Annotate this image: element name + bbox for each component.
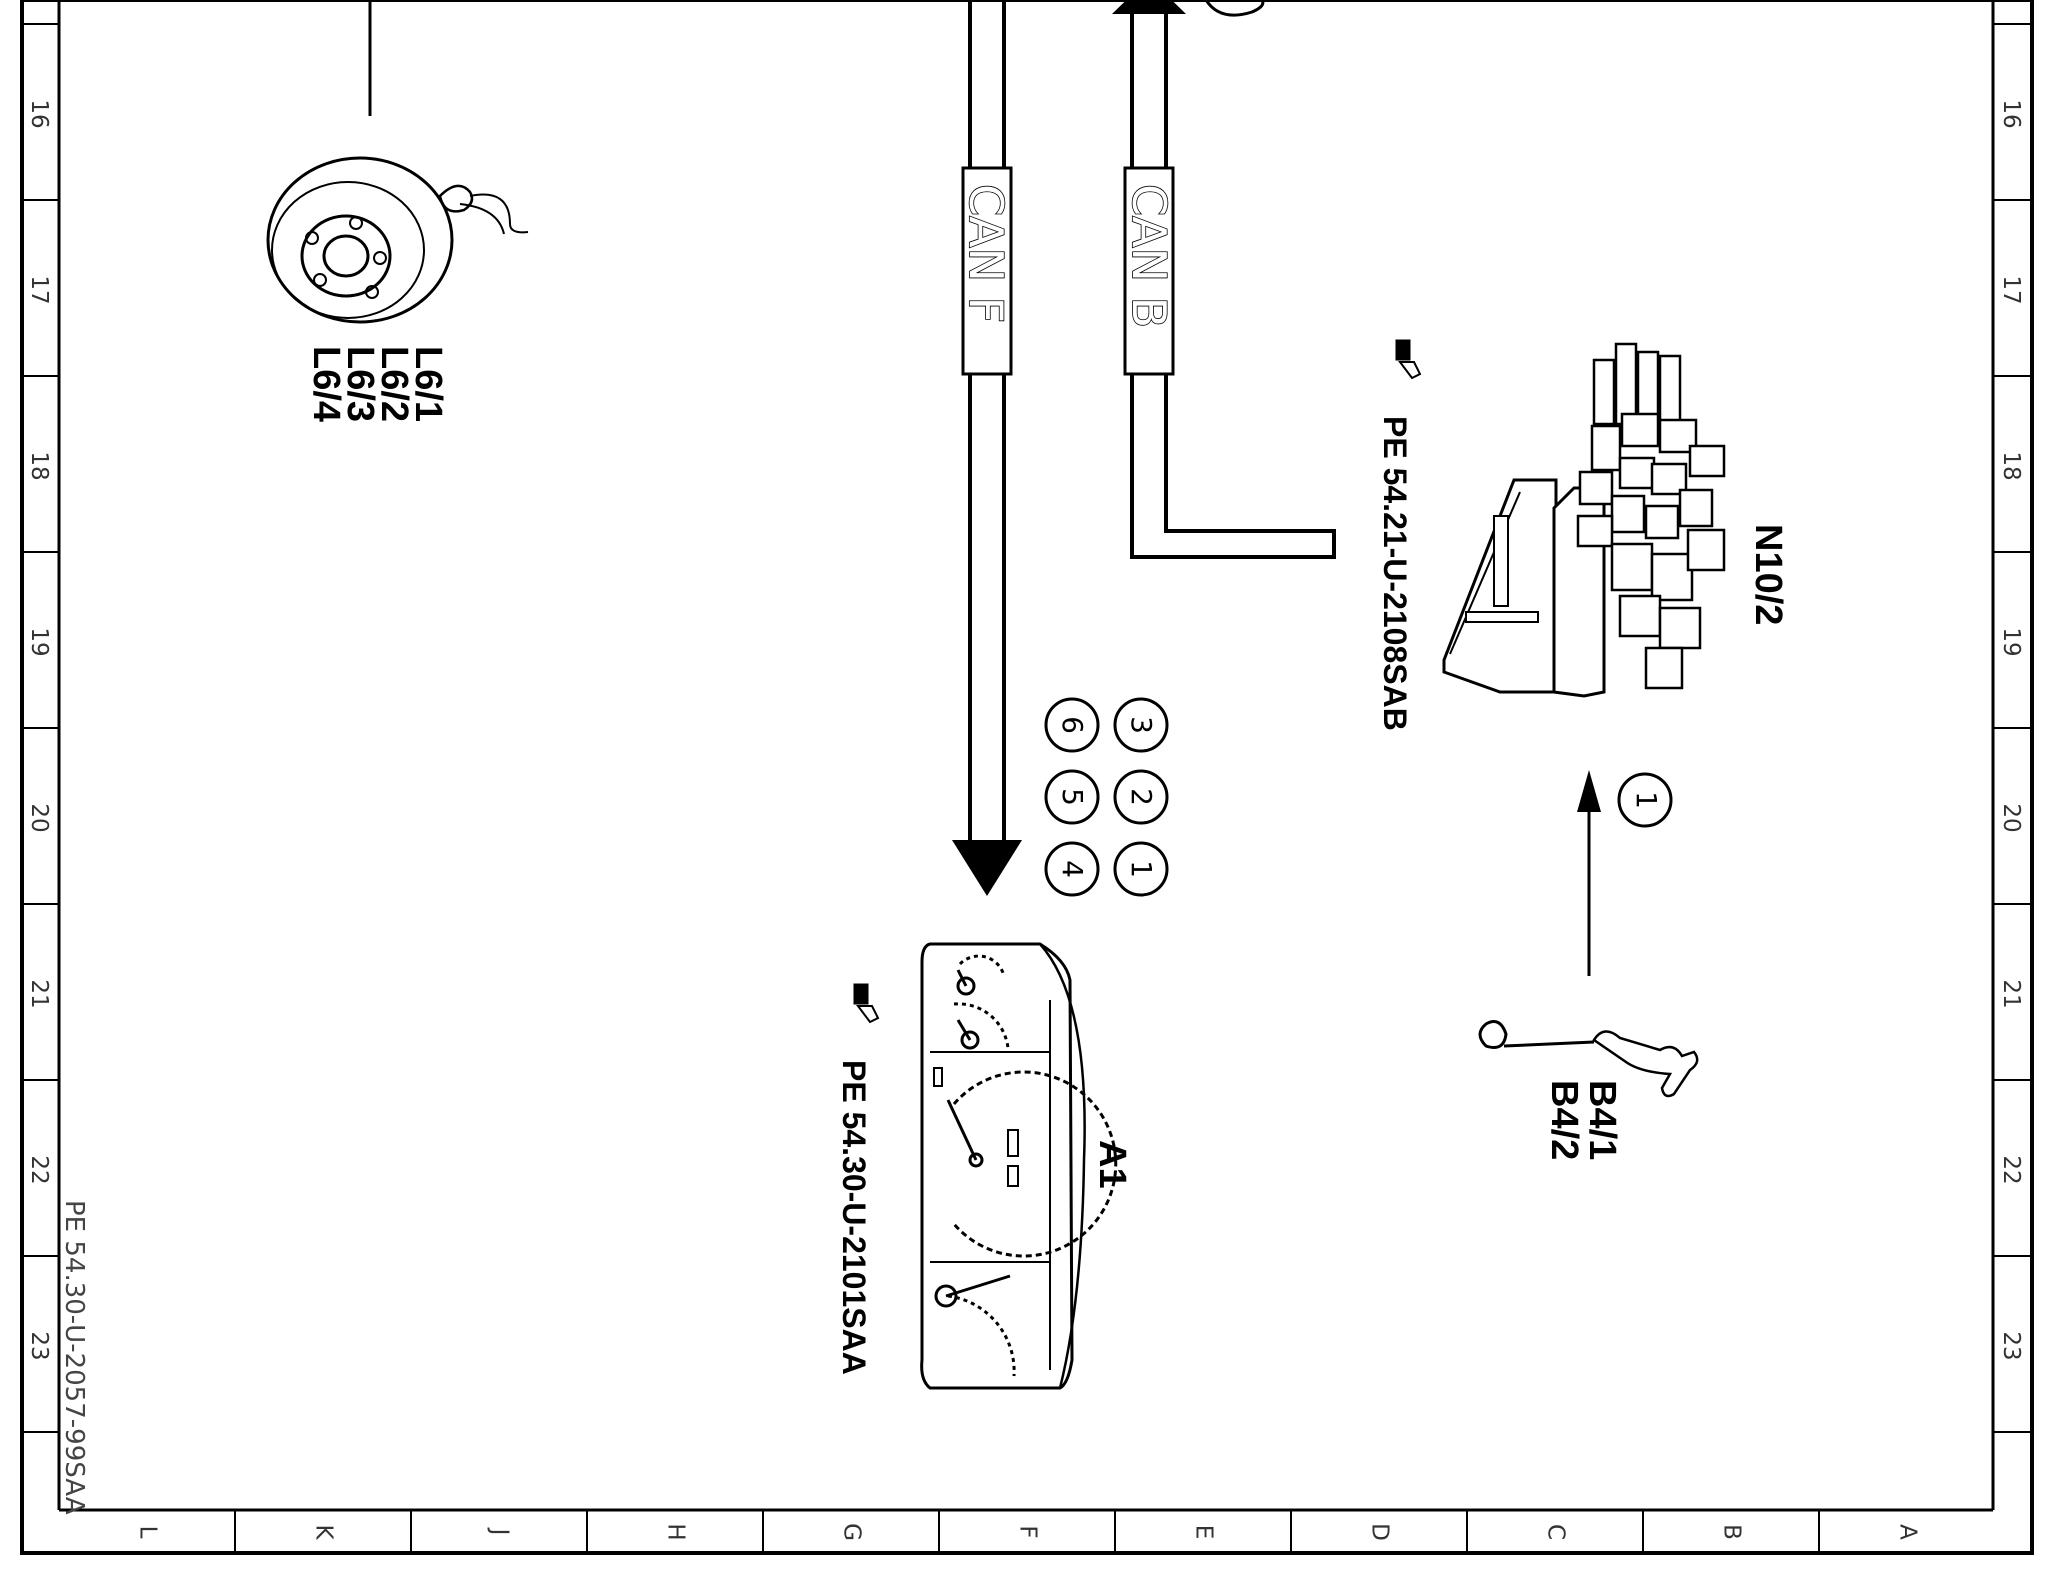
instrument-cluster-id: A1	[1091, 1140, 1133, 1189]
row-label: 21	[26, 979, 52, 1008]
callout-circle	[1113, 841, 1169, 897]
row-label: 19	[26, 627, 52, 656]
row-label: 18	[26, 451, 52, 480]
row-label: 17	[1998, 275, 2024, 304]
instrument-cluster-reference: PE 54.30-U-2101SAA	[836, 1060, 872, 1375]
column-label: C	[1543, 1524, 1569, 1540]
column-label: F	[1015, 1525, 1041, 1538]
instrument-cluster	[920, 942, 1118, 1390]
document-number: PE 54.30-U-2057-99SAA	[59, 1200, 89, 1515]
fuel-level-sensor	[1478, 1020, 1699, 1098]
sensor-to-module-arrow	[1577, 770, 1601, 976]
callout-number: 1	[1125, 860, 1158, 878]
callout-number: 2	[1125, 788, 1158, 806]
column-label: L	[135, 1526, 161, 1539]
column-label: H	[663, 1523, 689, 1540]
wheel-speed-sensor	[266, 0, 529, 324]
row-label: 16	[1998, 99, 2024, 128]
callout-number: 4	[1056, 860, 1089, 878]
row-label: 18	[1998, 451, 2024, 480]
row-label: 20	[26, 803, 52, 832]
signal-acquisition-module	[1442, 342, 1726, 698]
row-label: 19	[1998, 627, 2024, 656]
column-label: J	[487, 1527, 513, 1536]
control-unit-id: N10/2	[1747, 524, 1789, 625]
can-b-bus	[1112, 0, 1336, 559]
pointing-hand-icon	[853, 983, 880, 1024]
drawing-frame	[20, 0, 2034, 1555]
callout-circle	[1113, 697, 1169, 753]
row-label: 17	[26, 275, 52, 304]
callout-number: 3	[1125, 716, 1158, 734]
row-label: 16	[26, 99, 52, 128]
column-label: G	[839, 1523, 865, 1541]
wheel-sensor-label: L6/4	[305, 346, 347, 422]
row-labels-left: 16 17 18 19 20 21 22 23	[26, 99, 52, 1360]
control-unit-reference: PE 54.21-U-2108SAB	[1377, 416, 1413, 731]
can-f-label: CAN F	[959, 184, 1013, 323]
can-f-bus	[952, 0, 1022, 896]
column-label: A	[1895, 1524, 1921, 1540]
row-labels-right: 16 17 18 19 20 21 22 23	[1998, 99, 2024, 1360]
column-label: B	[1719, 1524, 1745, 1540]
wheel-sensor-label: L6/3	[339, 346, 381, 422]
column-label: D	[1367, 1523, 1393, 1541]
callout-circle	[1113, 769, 1169, 825]
callout-circle	[1044, 769, 1100, 825]
column-label: K	[311, 1524, 337, 1540]
callout-circle	[1044, 841, 1100, 897]
row-label: 21	[1998, 979, 2024, 1008]
callout-number: 5	[1056, 788, 1089, 806]
column-labels: L K J H G F E D C B A	[135, 1523, 1921, 1541]
can-b-label: CAN B	[1122, 184, 1176, 328]
level-sensor-label: B4/2	[1543, 1080, 1585, 1160]
wheel-sensor-label: L6/2	[373, 346, 415, 422]
column-label: E	[1191, 1525, 1217, 1540]
callout-circle	[1044, 697, 1100, 753]
callout-number: 6	[1056, 716, 1089, 734]
pointing-hand-icon	[1395, 339, 1422, 380]
row-label: 23	[26, 1331, 52, 1360]
row-label: 23	[1998, 1331, 2024, 1360]
level-sensor-label: B4/1	[1581, 1080, 1623, 1160]
row-label: 20	[1998, 803, 2024, 832]
row-label: 22	[1998, 1155, 2024, 1184]
cluster-callouts	[1044, 697, 1169, 897]
callout-circle	[1617, 772, 1673, 828]
callout-number: 1	[1630, 791, 1663, 809]
wheel-sensor-label: L6/1	[407, 346, 449, 422]
row-label: 22	[26, 1155, 52, 1184]
